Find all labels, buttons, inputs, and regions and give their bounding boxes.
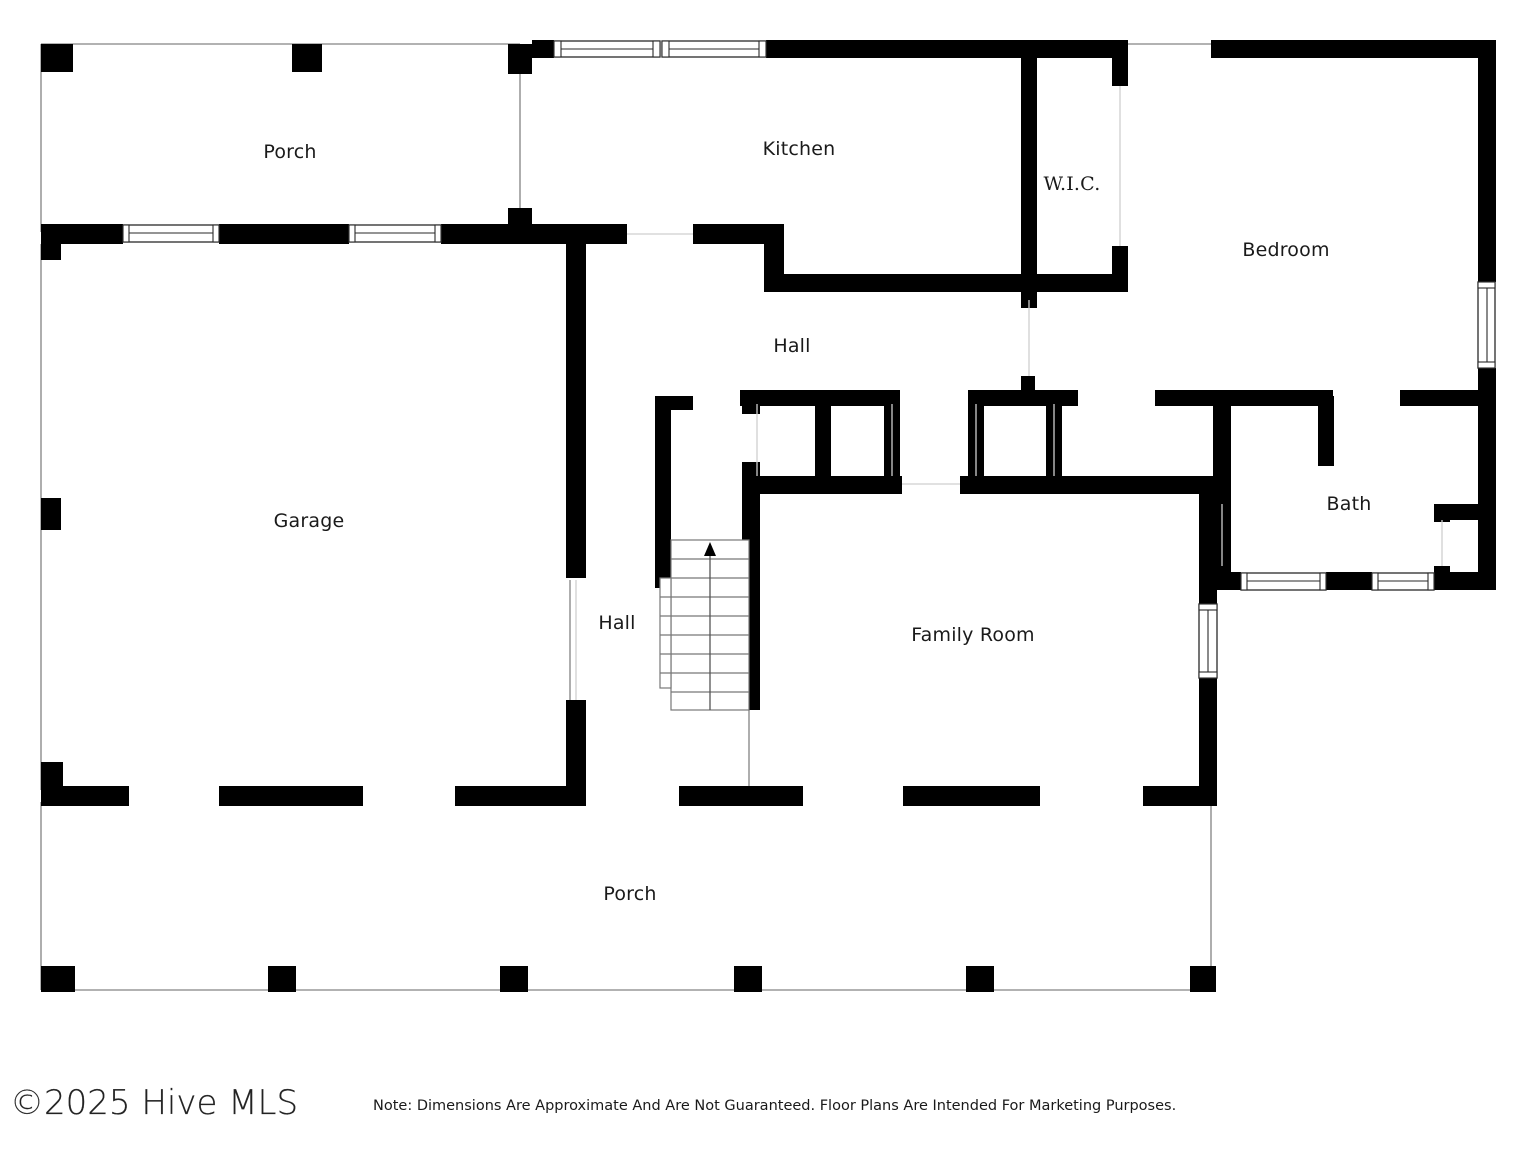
exterior-wall-south — [903, 786, 1040, 806]
exterior-wall-north — [1211, 40, 1496, 58]
wall-bath-south — [1434, 572, 1496, 590]
thin-outline-lines — [40, 43, 1212, 991]
wall-garage-east — [566, 224, 586, 394]
wall-wic-stub-south — [1021, 280, 1037, 308]
exterior-wall-north — [766, 40, 1028, 58]
room-label-porch-front: Porch — [263, 141, 317, 163]
structural-walls — [41, 40, 1496, 992]
disclaimer-note: Note: Dimensions Are Approximate And Are… — [373, 1098, 1177, 1114]
exterior-wall-south — [219, 786, 363, 806]
exterior-wall-east — [1478, 40, 1496, 282]
room-label-hall-lower: Hall — [598, 612, 636, 634]
exterior-wall-east — [1478, 368, 1496, 498]
wall-bath-south — [1213, 572, 1241, 590]
wall-closet2-bottom — [960, 476, 1208, 494]
wall-bath-north — [1231, 390, 1333, 406]
window-family-east — [1198, 603, 1218, 679]
wall-porch-garage — [441, 224, 571, 244]
wall-kitchen-south — [764, 274, 1026, 292]
exterior-wall-south — [41, 786, 129, 806]
room-label-kitchen: Kitchen — [762, 138, 836, 160]
windows — [122, 40, 1496, 679]
window-garage-north-right — [348, 224, 442, 243]
wall-bath-north-stub — [1318, 396, 1334, 466]
room-label-walk-in-closet: W.I.C. — [1043, 173, 1101, 195]
porch-post — [966, 966, 994, 992]
wall-wic-south — [1026, 274, 1128, 292]
window-bedroom-east — [1477, 281, 1496, 369]
wall-family-east — [1199, 678, 1217, 802]
wall-bath-north-east — [1400, 390, 1496, 406]
staircase — [659, 539, 750, 711]
exterior-wall-north — [532, 40, 554, 58]
porch-post — [41, 44, 73, 72]
stair-up-arrow-icon — [704, 542, 716, 556]
door-openings — [575, 86, 1443, 700]
wall-closet-divider — [815, 396, 831, 480]
exterior-wall-south — [679, 786, 803, 806]
room-label-hall-upper: Hall — [773, 335, 811, 357]
window-kitchen-left — [553, 40, 661, 58]
wall-bath-south — [1326, 572, 1372, 590]
window-kitchen-right — [661, 40, 767, 58]
copyright-notice: ©2025 Hive MLS — [10, 1083, 299, 1123]
porch-post — [734, 966, 762, 992]
exterior-wall-south — [1143, 786, 1217, 806]
garage-wall-stub — [41, 498, 61, 530]
porch-post — [268, 966, 296, 992]
wall-bath-east-jog — [1434, 504, 1450, 522]
porch-post — [292, 44, 322, 72]
wall-hall-north — [693, 224, 765, 244]
room-label-garage: Garage — [273, 510, 345, 532]
exterior-wall-south — [455, 786, 586, 806]
wall-porch-garage — [219, 224, 349, 244]
room-label-bath: Bath — [1326, 493, 1372, 515]
wall-corner-stub — [41, 224, 61, 260]
wall-garage-east — [566, 388, 586, 410]
wall-family-east — [1199, 476, 1217, 604]
porch-post — [41, 966, 75, 992]
room-label-porch-rear: Porch — [603, 883, 657, 905]
room-label-family-room: Family Room — [911, 624, 1035, 646]
porch-post — [1190, 966, 1216, 992]
wall-porch-garage — [41, 224, 123, 244]
wall-kitchen-south — [764, 224, 784, 280]
wall-closet-bottom — [742, 476, 902, 494]
wall-wic-east-bottom — [1112, 246, 1128, 292]
wall-hall-stub — [1021, 376, 1035, 402]
wall-garage-east — [566, 410, 586, 578]
window-bath-south-right — [1371, 572, 1435, 591]
room-label-bedroom: Bedroom — [1242, 239, 1330, 261]
porch-post — [500, 966, 528, 992]
wall-wic-east-top — [1112, 44, 1128, 86]
window-bath-south-left — [1240, 572, 1327, 591]
window-garage-north-left — [122, 224, 220, 243]
wall-stair-west-cap — [655, 396, 693, 410]
wall-wic-west — [1021, 44, 1037, 292]
wall-stair-west — [655, 396, 671, 588]
exterior-wall-north — [1028, 40, 1128, 58]
wall-garage-east — [566, 700, 586, 802]
wall-bath-west — [1213, 396, 1231, 586]
porch-post — [508, 44, 532, 74]
